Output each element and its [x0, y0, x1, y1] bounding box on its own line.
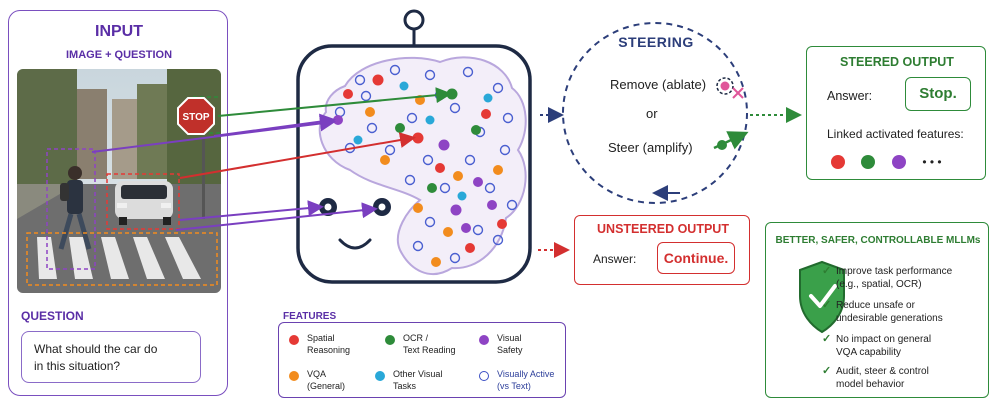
ablate-icon	[716, 77, 744, 99]
steered-output-box: STEERED OUTPUT Answer: Stop. Linked acti…	[806, 46, 986, 180]
benefit-item: ✓ Reduce unsafe or undesirable generatio…	[822, 299, 986, 325]
question-box: What should the car do in this situation…	[21, 331, 201, 383]
legend-line: Visually Active	[497, 369, 555, 379]
legend-item-visually-active: Visually Active (vs Text)	[497, 368, 554, 392]
steering-or-label: or	[646, 106, 658, 121]
amplify-icon	[713, 131, 749, 150]
legend-item-safety: Visual Safety	[497, 332, 523, 356]
red-feature-dot	[831, 154, 845, 169]
legend-line: Reasoning	[307, 345, 351, 355]
legend-item-vqa: VQA (General)	[307, 368, 345, 392]
input-panel: INPUT IMAGE + QUESTION	[8, 10, 228, 396]
benefit-line: Improve task performance	[836, 266, 953, 277]
benefit-line: Reduce unsafe or	[836, 300, 915, 311]
legend-line: Spatial	[307, 333, 335, 343]
steering-title: STEERING	[618, 34, 694, 50]
shield-check-icon	[799, 260, 845, 334]
more-features-ellipsis: • • •	[922, 154, 942, 169]
unsteered-output-box: UNSTEERED OUTPUT Answer: Continue.	[574, 215, 750, 285]
steering-circle	[562, 22, 748, 204]
features-label: FEATURES	[283, 311, 337, 322]
other-visual-dot	[375, 371, 385, 381]
unsteered-answer-label: Answer:	[593, 252, 637, 266]
legend-item-spatial: Spatial Reasoning	[307, 332, 350, 356]
benefit-item: ✓ Improve task performance (e.g., spatia…	[822, 265, 986, 291]
benefit-line: model behavior	[836, 379, 905, 390]
unsteered-answer: Continue.	[657, 242, 735, 274]
legend-line: (vs Text)	[497, 381, 531, 391]
question-label: QUESTION	[21, 309, 84, 323]
input-title: INPUT	[95, 23, 143, 40]
check-icon: ✓	[822, 265, 832, 277]
steering-steer-label: Steer (amplify)	[608, 140, 693, 155]
legend-line: Other Visual	[393, 369, 443, 379]
check-icon: ✓	[822, 299, 832, 311]
arrow-purple-person	[91, 115, 336, 153]
unsteered-output-title: UNSTEERED OUTPUT	[597, 222, 729, 236]
steering-remove-label: Remove (ablate)	[610, 77, 707, 92]
linked-features-label: Linked activated features:	[827, 127, 964, 141]
legend-line: VQA	[307, 369, 327, 379]
green-feature-dot	[861, 154, 876, 169]
benefit-line: Audit, steer & control	[836, 366, 929, 377]
legend-item-other: Other Visual Tasks	[393, 368, 442, 392]
legend-item-ocr: OCR / Text Reading	[403, 332, 456, 356]
arrow-red-car	[179, 132, 416, 179]
legend-line: OCR /	[403, 333, 429, 343]
benefit-line: No impact on general	[836, 334, 932, 345]
legend-line: Text Reading	[403, 345, 456, 355]
street-scene-image	[17, 69, 221, 293]
benefit-line: undesirable generations	[836, 313, 943, 324]
steered-answer: Stop.	[905, 77, 971, 111]
question-line-1: What should the car do	[34, 342, 158, 356]
benefits-box: BETTER, SAFER, CONTROLLABLE MLLMs ✓ Impr…	[765, 222, 989, 398]
street-scene-illustration	[17, 69, 221, 293]
question-line-2: in this situation?	[34, 359, 121, 373]
check-icon: ✓	[822, 333, 832, 345]
benefit-item: ✓ Audit, steer & control model behavior	[822, 365, 986, 391]
steered-answer-label: Answer:	[827, 89, 873, 103]
spatial-reasoning-dot	[289, 335, 299, 345]
visual-safety-dot	[479, 335, 489, 345]
input-subtitle: IMAGE + QUESTION	[65, 49, 173, 61]
brain-feature-nodes	[333, 64, 518, 267]
benefit-line: VQA capability	[836, 347, 902, 358]
benefits-title: BETTER, SAFER, CONTROLLABLE MLLMs	[775, 235, 981, 246]
vqa-dot	[289, 371, 299, 381]
steered-output-title: STEERED OUTPUT	[840, 55, 954, 69]
stop-sign-icon: STOP	[177, 97, 215, 135]
benefit-line: (e.g., spatial, OCR)	[836, 279, 922, 290]
arrow-green-stop	[217, 87, 452, 117]
legend-line: Safety	[497, 345, 523, 355]
visually-active-dot	[479, 371, 489, 381]
legend-line: (General)	[307, 381, 346, 391]
legend-line: Tasks	[393, 381, 417, 391]
linked-features-dots: • • •	[831, 153, 942, 171]
purple-feature-dot	[891, 154, 906, 169]
stop-sign-text: STOP	[182, 112, 209, 123]
features-legend: Spatial Reasoning OCR / Text Reading Vis…	[278, 322, 566, 398]
check-icon: ✓	[822, 365, 832, 377]
arrow-purple-eye-1	[179, 200, 324, 221]
benefit-item: ✓ No impact on general VQA capability	[822, 333, 986, 359]
legend-line: Visual	[497, 333, 522, 343]
ocr-dot	[385, 335, 395, 345]
arrow-purple-eye-2	[175, 202, 378, 231]
